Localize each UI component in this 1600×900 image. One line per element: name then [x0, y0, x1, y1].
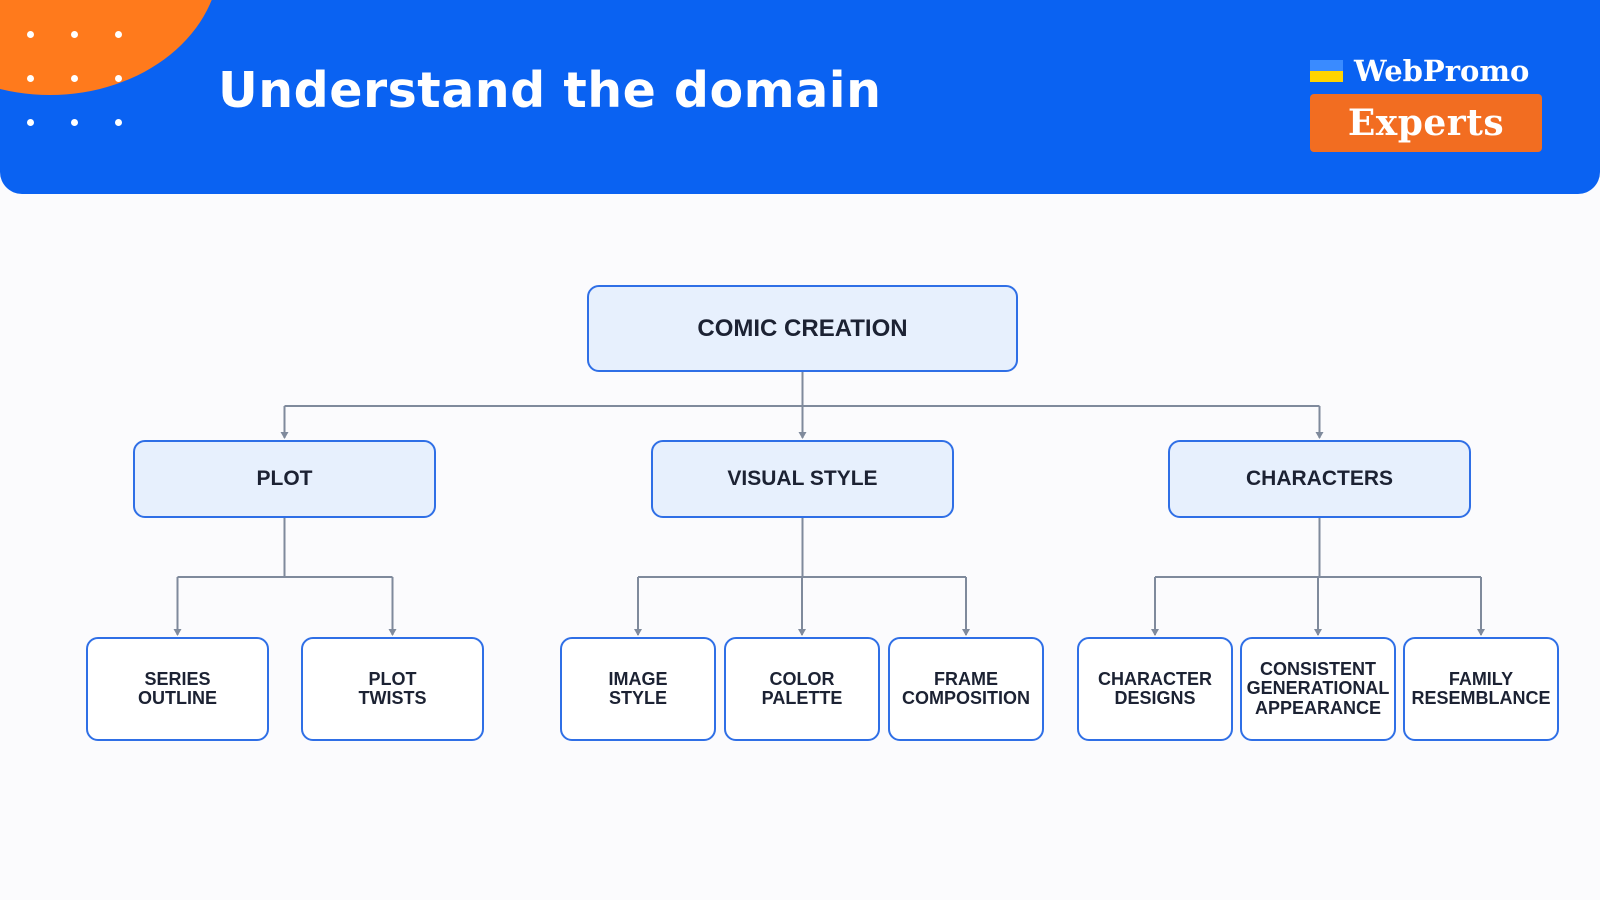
- node-frame-composition: FRAME COMPOSITION: [888, 637, 1044, 741]
- logo-text-webpromo: WebPromo: [1354, 54, 1530, 88]
- ukraine-flag-icon: [1310, 60, 1343, 82]
- node-character-designs: CHARACTER DESIGNS: [1077, 637, 1233, 741]
- node-comic-creation: COMIC CREATION: [587, 285, 1018, 372]
- node-family-resemblance: FAMILY RESEMBLANCE: [1403, 637, 1559, 741]
- node-plot: PLOT: [133, 440, 436, 518]
- node-plot-twists: PLOT TWISTS: [301, 637, 484, 741]
- node-color-palette: COLOR PALETTE: [724, 637, 880, 741]
- node-image-style: IMAGE STYLE: [560, 637, 716, 741]
- node-consistent-generational-appearance: CONSISTENT GENERATIONAL APPEARANCE: [1240, 637, 1396, 741]
- slide-header: Understand the domain WebPromo Experts: [0, 0, 1600, 194]
- node-characters: CHARACTERS: [1168, 440, 1471, 518]
- slide-title: Understand the domain: [218, 62, 882, 119]
- node-visual-style: VISUAL STYLE: [651, 440, 954, 518]
- node-series-outline: SERIES OUTLINE: [86, 637, 269, 741]
- logo-badge-experts: Experts: [1310, 94, 1542, 152]
- webpromo-experts-logo: WebPromo Experts: [1310, 54, 1542, 152]
